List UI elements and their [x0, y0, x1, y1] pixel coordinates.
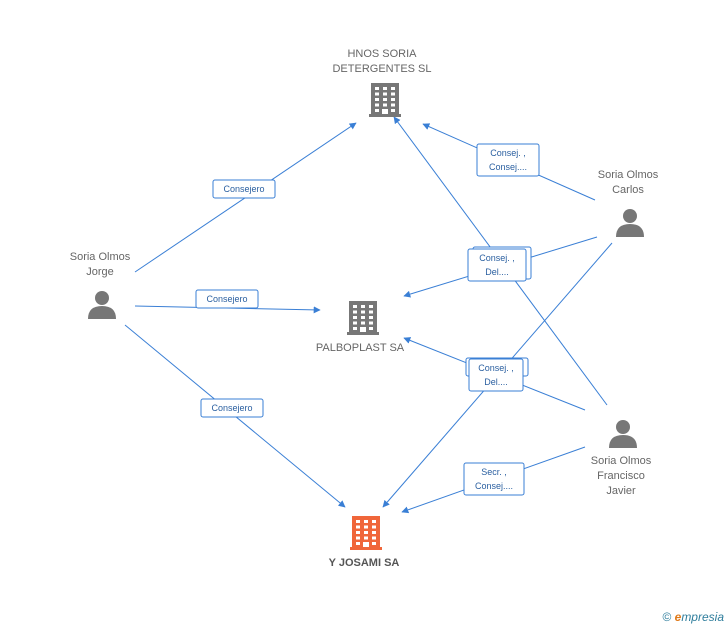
node-label-line: Jorge	[86, 266, 114, 278]
edge-label-text: Secr. ,	[481, 467, 507, 477]
node-label: PALBOPLAST SA	[316, 342, 405, 354]
node-label: HNOS SORIA DETERGENTES SL	[332, 48, 431, 75]
edge-label-text: Consej. ,	[478, 363, 514, 373]
nodes-layer: HNOS SORIA DETERGENTES SL PALBOPLAST SA Y J…	[70, 48, 659, 569]
edge-label-box	[212, 179, 276, 199]
node-label-line: Carlos	[612, 184, 644, 196]
edge-label-text: Consejero	[223, 184, 264, 194]
node-label-line: Y JOSAMI SA	[329, 557, 400, 569]
edge-label[interactable]: Consejero	[212, 179, 276, 199]
edge-label-text: Consej. ,	[479, 253, 515, 263]
person-icon	[88, 291, 116, 319]
footer-brand[interactable]: © empresia	[662, 610, 724, 624]
person-icon	[609, 420, 637, 448]
edge-label-text: Del....	[484, 377, 508, 387]
edge-label[interactable]: Consejero	[200, 398, 264, 418]
edge-label-text: Consej....	[475, 481, 513, 491]
edge-label-text: Consejero	[211, 403, 252, 413]
edge-label-text: Del....	[485, 267, 509, 277]
brand-logo: empresia	[674, 610, 724, 624]
edge-label-text: Consejero	[206, 294, 247, 304]
edge-label-box	[468, 358, 524, 392]
building-icon	[347, 301, 379, 335]
node-label-line: Javier	[606, 485, 636, 497]
copyright-symbol: ©	[662, 610, 672, 624]
edge-label-text: Consej....	[489, 162, 527, 172]
node-label-line: Francisco	[597, 470, 645, 482]
person-icon	[616, 209, 644, 237]
node-label-line: PALBOPLAST SA	[316, 342, 405, 354]
edge-label[interactable]: Consejero	[195, 289, 259, 309]
node-label-line: Soria Olmos	[70, 251, 131, 263]
edge-label-text: Consej. ,	[490, 148, 526, 158]
node-hnos[interactable]: HNOS SORIA DETERGENTES SL	[332, 48, 432, 117]
node-label: Y JOSAMI SA	[329, 557, 400, 569]
edge-label[interactable]: Consej. , Del....	[467, 248, 527, 282]
edge-label-box	[463, 462, 525, 496]
edge-label[interactable]: Consej. , Del....	[468, 358, 524, 392]
node-label-line: Soria Olmos	[591, 455, 652, 467]
node-label-line: Soria Olmos	[598, 169, 659, 181]
edge-label-box	[467, 248, 527, 282]
node-label-line: HNOS SORIA	[347, 48, 417, 60]
building-icon	[350, 516, 382, 550]
edge-label-box	[195, 289, 259, 309]
edge-label-box	[200, 398, 264, 418]
edge-label[interactable]: Secr. , Consej....	[463, 462, 525, 496]
node-label-line: DETERGENTES SL	[332, 63, 431, 75]
edge-label-box	[476, 143, 540, 177]
edge-label[interactable]: Consej. , Consej....	[476, 143, 540, 177]
building-icon	[369, 83, 401, 117]
node-josami[interactable]: Y JOSAMI SA	[329, 516, 400, 569]
node-palbo[interactable]: PALBOPLAST SA	[316, 301, 405, 354]
